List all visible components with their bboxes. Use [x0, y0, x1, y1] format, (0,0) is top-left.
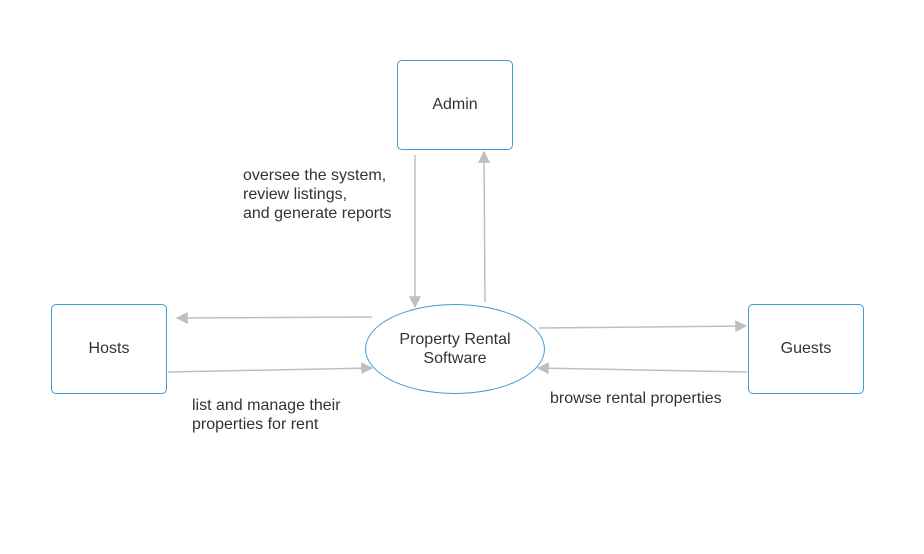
arrow-system-to-guests	[538, 320, 748, 333]
hosts-flow-label: list and manage their properties for ren…	[192, 396, 341, 434]
arrow-system-to-hosts	[175, 311, 373, 324]
guests-entity-label: Guests	[780, 340, 832, 357]
admin-flow-label-line2: review listings,	[243, 186, 348, 203]
process-label-line1: Property Rental	[399, 331, 511, 348]
arrow-hosts-to-system	[167, 362, 374, 375]
hosts-entity-label: Hosts	[88, 340, 130, 357]
hosts-flow-label-line1: list and manage their	[192, 397, 341, 414]
hosts-entity[interactable]: Hosts	[51, 304, 167, 394]
guests-flow-label-line1: browse rental properties	[550, 390, 722, 407]
hosts-flow-label-line2: properties for rent	[192, 416, 319, 433]
admin-entity[interactable]: Admin	[397, 60, 513, 150]
guests-entity[interactable]: Guests	[748, 304, 864, 394]
arrow-guests-to-system	[536, 362, 748, 375]
process-label: Property Rental Software	[399, 330, 510, 368]
admin-flow-label: oversee the system, review listings, and…	[243, 166, 392, 223]
admin-entity-label: Admin	[432, 96, 478, 113]
admin-flow-label-line1: oversee the system,	[243, 167, 387, 184]
property-rental-software-process[interactable]: Property Rental Software	[365, 304, 545, 394]
admin-flow-label-line3: and generate reports	[243, 205, 392, 222]
process-label-line2: Software	[423, 350, 487, 367]
guests-flow-label: browse rental properties	[550, 389, 722, 408]
arrow-system-to-admin	[478, 150, 491, 303]
